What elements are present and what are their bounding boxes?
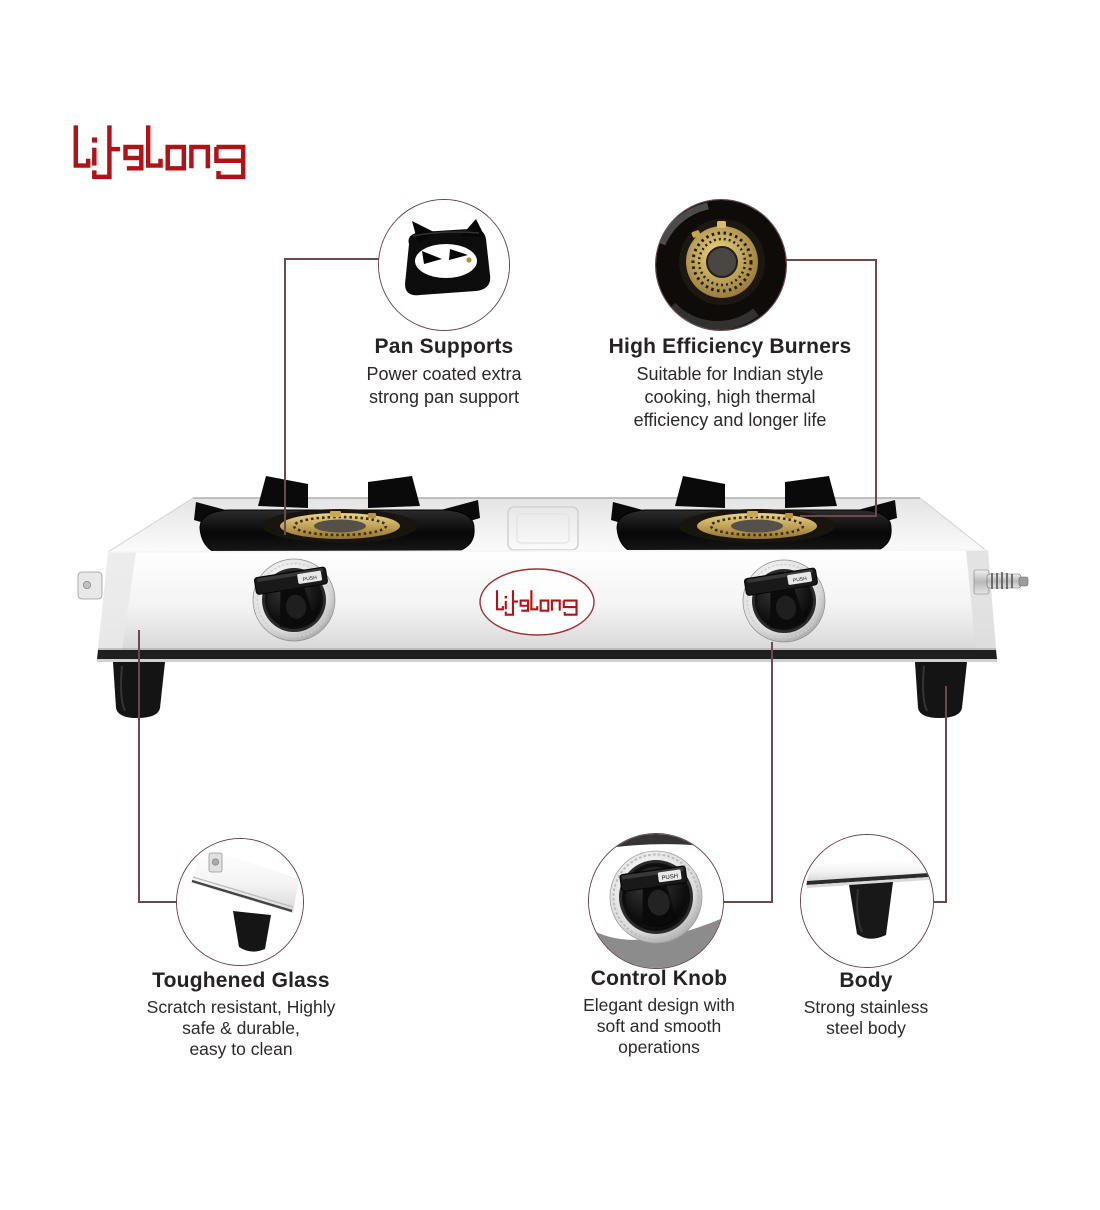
toughened-glass-callout: Toughened Glass Scratch resistant, Highl… xyxy=(101,968,381,1060)
connector-line xyxy=(771,642,773,903)
callout-line: operations xyxy=(618,1037,700,1057)
callout-line: soft and smooth xyxy=(596,1016,722,1036)
steel-body-icon xyxy=(801,835,933,967)
callout-line: Elegant design with xyxy=(583,995,735,1015)
burner-icon xyxy=(656,200,786,330)
right-control-knob: PUSH xyxy=(742,559,826,643)
left-control-knob: PUSH xyxy=(252,558,336,642)
body-leg-photo xyxy=(800,834,934,968)
knob-closeup-icon: PUSH xyxy=(589,834,723,968)
drip-tray-emboss xyxy=(507,506,579,551)
toughened-glass-photo xyxy=(176,838,304,966)
bottom-trim xyxy=(97,650,997,659)
connector-line xyxy=(284,258,286,535)
knob-push-label: PUSH xyxy=(793,576,808,584)
gas-stove-product-image: PUSH PUSH xyxy=(77,476,1029,718)
connector-line xyxy=(800,515,877,517)
callout-line: Scratch resistant, Highly xyxy=(146,997,336,1017)
body-callout: Body Strong stainless steel body xyxy=(736,968,996,1039)
connector-line xyxy=(786,259,877,261)
right-leg xyxy=(915,662,967,718)
lifelong-logo xyxy=(71,122,249,181)
connector-line xyxy=(722,901,773,903)
callout-title: Toughened Glass xyxy=(152,969,330,992)
pan-supports-callout: Pan Supports Power coated extra strong p… xyxy=(294,334,594,409)
callout-line: safe & durable, xyxy=(182,1018,300,1038)
callout-line: cooking, high thermal xyxy=(644,387,816,407)
gas-inlet-nozzle xyxy=(973,569,1029,595)
callout-line: Strong stainless xyxy=(803,997,929,1017)
callout-line: strong pan support xyxy=(368,387,520,407)
knob-push-label: PUSH xyxy=(661,874,678,882)
callout-line: easy to clean xyxy=(189,1039,293,1059)
callout-title: Pan Supports xyxy=(374,335,514,358)
side-bracket xyxy=(77,571,103,600)
connector-line xyxy=(929,901,947,903)
connector-line xyxy=(138,901,178,903)
glass-corner-icon xyxy=(177,839,303,965)
callout-line: Power coated extra xyxy=(366,364,522,384)
callout-line: Suitable for Indian style xyxy=(636,364,824,384)
burner-photo xyxy=(655,199,787,331)
callout-title: High Efficiency Burners xyxy=(608,335,852,358)
pan-supports-photo xyxy=(378,199,510,331)
high-efficiency-callout: High Efficiency Burners Suitable for Ind… xyxy=(570,334,890,432)
connector-line xyxy=(875,259,877,517)
control-knob-photo: PUSH xyxy=(588,833,724,969)
callout-title: Control Knob xyxy=(590,967,728,990)
callout-line: efficiency and longer life xyxy=(633,410,827,430)
connector-line xyxy=(945,686,947,903)
pan-support-icon xyxy=(379,200,509,330)
callout-title: Body xyxy=(839,969,893,992)
knob-push-label: PUSH xyxy=(303,575,318,583)
front-brand-badge xyxy=(479,568,595,636)
connector-line xyxy=(138,630,140,903)
connector-line xyxy=(284,258,379,260)
control-knob-callout: Control Knob Elegant design with soft an… xyxy=(519,966,799,1058)
callout-line: steel body xyxy=(826,1018,906,1038)
